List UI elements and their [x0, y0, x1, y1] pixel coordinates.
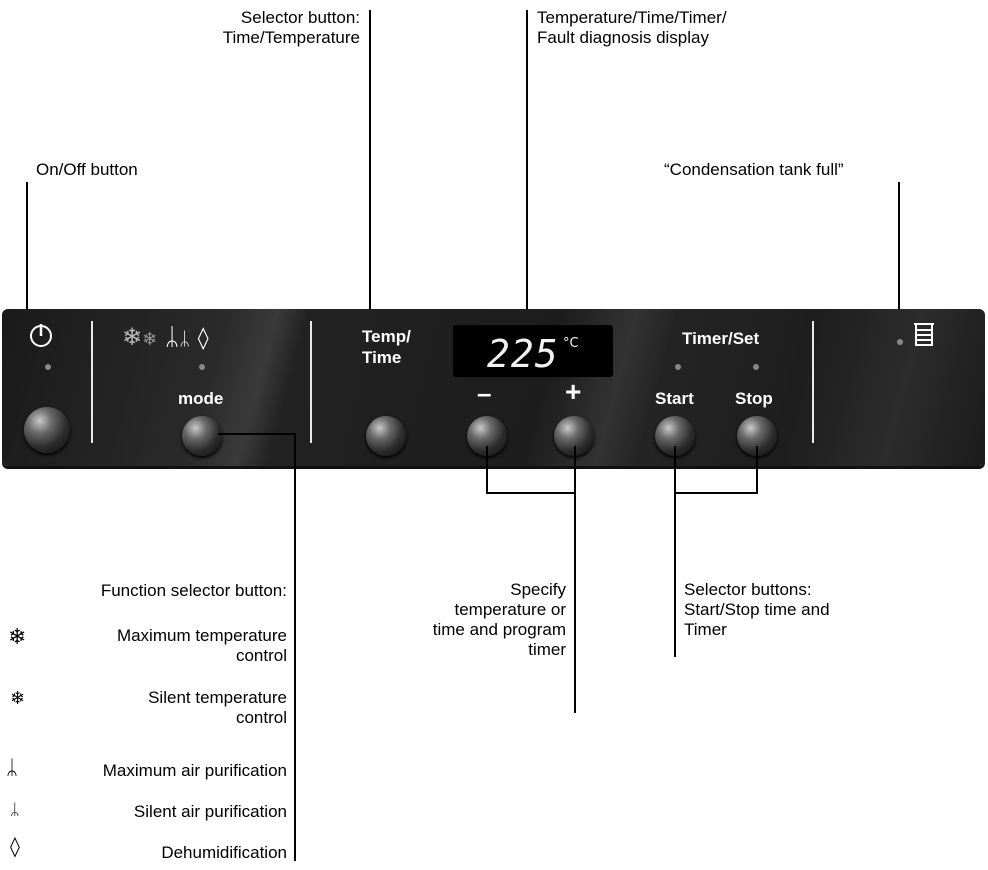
callout-on-off: On/Off button — [36, 160, 138, 179]
callout-specify: Specify temperature or time and program … — [432, 580, 566, 659]
fan-large-icon: ᛦ — [6, 755, 18, 779]
leader-line-minus-plus-h — [486, 492, 576, 494]
divider-3 — [812, 321, 814, 443]
leader-line-start-stop-h — [674, 492, 758, 494]
legend-item-max-temp: Maximum temperature control — [116, 626, 287, 665]
fan-small-icon: ᛦ — [179, 329, 191, 350]
temp-time-label: Temp/ Time — [362, 327, 411, 367]
callout-selector-time-temp: Selector button: Time/Temperature — [222, 8, 360, 47]
mode-label: mode — [178, 389, 224, 408]
display-unit: °C — [563, 336, 579, 351]
divider-2 — [310, 321, 312, 443]
display-value: 225 — [487, 332, 559, 376]
leader-line-mode-h — [218, 433, 296, 435]
leader-line-specify — [574, 492, 576, 713]
leader-line-display — [526, 10, 528, 338]
stop-label: Stop — [735, 389, 773, 408]
leader-line-condensation — [898, 182, 900, 364]
leader-line-start-stop — [674, 492, 676, 657]
legend-title: Function selector button: — [100, 581, 287, 600]
leader-line-plus — [574, 446, 576, 494]
fan-small-icon: ᛦ — [10, 800, 20, 819]
temperature-display: 225 °C — [453, 325, 613, 377]
on-off-button[interactable] — [24, 407, 70, 453]
callout-display: Temperature/Time/Timer/ Fault diagnosis … — [537, 8, 727, 47]
leader-line-selector — [369, 10, 371, 418]
snowflake-small-icon: ❄ — [10, 688, 26, 709]
leader-line-stop — [756, 446, 758, 494]
plus-label: + — [565, 376, 582, 407]
mode-icons: ❄❄ ᛦᛦ ◊ — [122, 323, 209, 351]
mode-led — [199, 364, 205, 370]
divider-1 — [91, 321, 93, 443]
leader-line-on-off — [26, 182, 28, 410]
tank-full-icon — [913, 321, 935, 351]
mode-button[interactable] — [182, 416, 222, 456]
control-panel: ❄❄ ᛦᛦ ◊ mode Temp/ Time 225 °C – + Timer… — [2, 309, 985, 466]
snowflake-large-icon: ❄ — [122, 323, 143, 351]
start-label: Start — [655, 389, 694, 408]
callout-start-stop: Selector buttons: Start/Stop time and Ti… — [684, 580, 830, 639]
leader-line-minus — [486, 446, 488, 494]
tank-led — [897, 339, 903, 345]
timer-set-label: Timer/Set — [682, 329, 760, 348]
legend-item-silent-air: Silent air purification — [133, 802, 287, 821]
leader-line-start — [674, 446, 676, 494]
power-icon — [28, 321, 54, 353]
legend-item-silent-temp: Silent temperature control — [148, 688, 287, 727]
fan-large-icon: ᛦ — [164, 323, 180, 351]
callout-condensation: “Condensation tank full” — [664, 160, 844, 179]
start-led — [675, 364, 681, 370]
snowflake-small-icon: ❄ — [142, 329, 158, 350]
power-led — [45, 364, 51, 370]
legend-item-max-air: Maximum air purification — [102, 761, 287, 780]
stop-led — [753, 364, 759, 370]
droplet-icon: ◊ — [10, 834, 20, 858]
droplet-icon: ◊ — [197, 326, 209, 351]
leader-line-mode-v — [294, 433, 296, 861]
minus-label: – — [477, 378, 492, 408]
snowflake-large-icon: ❄ — [8, 625, 27, 650]
temp-time-button[interactable] — [366, 416, 406, 456]
legend-item-dehumid: Dehumidification — [161, 843, 287, 862]
